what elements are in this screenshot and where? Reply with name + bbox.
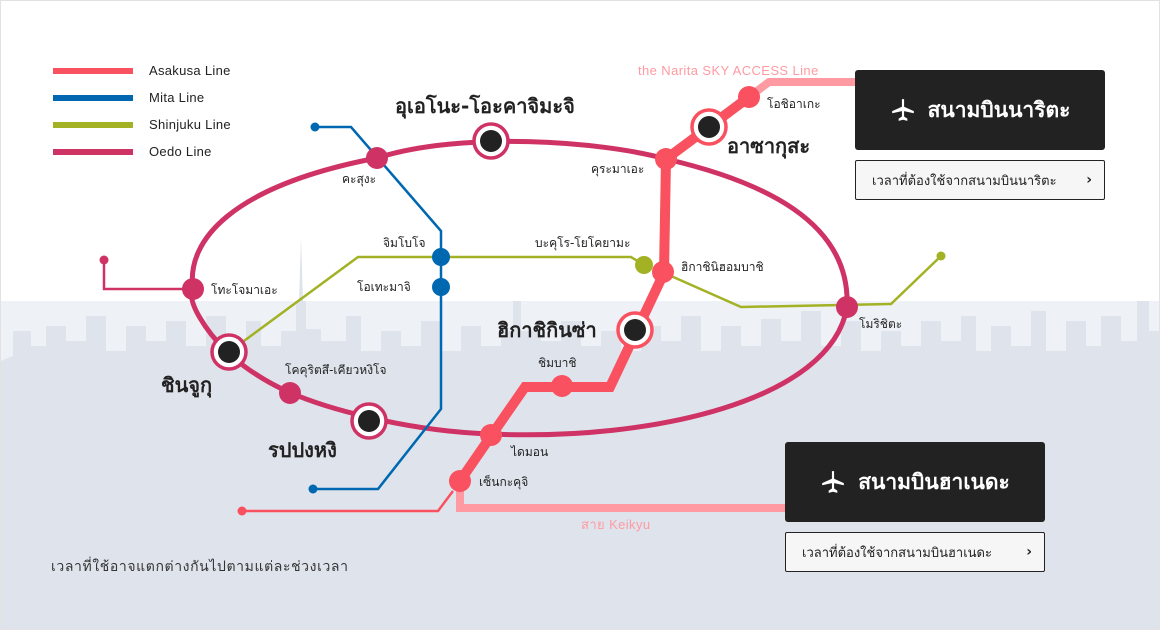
label-kokuritsu: โคคุริตสึ-เคียวหงิโจ: [285, 363, 387, 378]
major-station-asakusa: [690, 108, 728, 146]
legend-label: Asakusa Line: [149, 63, 231, 78]
time-note: เวลาที่ใช้อาจแตกต่างกันไปตามแต่ละช่วงเวล…: [51, 559, 349, 575]
legend-swatch-oedo: [53, 148, 133, 155]
haneda-airport-button[interactable]: สนามบินฮาเนดะ: [785, 442, 1045, 522]
narita-airport-button[interactable]: สนามบินนาริตะ: [855, 70, 1105, 150]
label-sengakuji: เซ็นกะคุจิ: [479, 474, 528, 490]
label-otemachi: โอเทะมาจิ: [357, 280, 411, 294]
label-higashi-nihombashi: ฮิกาชินิฮอมบาชิ: [681, 260, 764, 274]
legend-label: Mita Line: [149, 90, 205, 105]
station-jimbocho: [432, 248, 450, 266]
chevron-right-icon: ›: [1026, 544, 1032, 560]
legend-label: Oedo Line: [149, 144, 212, 159]
keikyu-line-label: สาย Keikyu: [581, 517, 650, 532]
label-asakusa: อาซากุสะ: [727, 134, 810, 159]
haneda-airport-label: สนามบินฮาเนดะ: [858, 469, 1010, 494]
legend-swatch-asakusa: [53, 67, 133, 74]
shinjuku-end-dot: [936, 251, 946, 261]
major-station-shinjuku: [210, 333, 248, 371]
label-ueno-okachimachi: อุเอโนะ-โอะคาจิมะจิ: [395, 94, 575, 119]
legend-item-shinjuku: Shinjuku Line: [53, 111, 231, 138]
station-tochomae: [182, 278, 204, 300]
legend-swatch-shinjuku: [53, 121, 133, 128]
station-otemachi: [432, 278, 450, 296]
label-jimbocho: จิมโบโจ: [383, 236, 425, 250]
station-morishita: [836, 296, 858, 318]
narita-access-line-label: the Narita SKY ACCESS Line: [638, 63, 819, 78]
legend-swatch-mita: [53, 94, 133, 101]
narita-time-link[interactable]: เวลาที่ต้องใช้จากสนามบินนาริตะ ›: [855, 160, 1105, 200]
label-tochomae: โทะโจมาเอะ: [211, 283, 278, 297]
station-shimbashi: [551, 375, 573, 397]
station-kokuritsu: [279, 382, 301, 404]
label-kasuga: คะสุงะ: [342, 172, 376, 187]
label-bakuro-yokoyama: บะคุโร-โยโคยามะ: [535, 236, 630, 251]
label-shinjuku: ชินจูกุ: [161, 373, 212, 399]
legend-item-oedo: Oedo Line: [53, 138, 231, 165]
label-roppongi: รปปงหงิ: [268, 438, 337, 462]
chevron-right-icon: ›: [1086, 172, 1092, 188]
label-oshiage: โอชิอาเกะ: [767, 97, 821, 111]
label-daimon: ไดมอน: [510, 445, 548, 459]
station-higashi-nihombashi: [652, 261, 674, 283]
major-station-higashi-ginza: [616, 311, 654, 349]
station-kuramae: [655, 148, 677, 170]
label-morishita: โมริชิตะ: [859, 317, 902, 331]
label-shimbashi: ชิมบาชิ: [538, 356, 577, 370]
legend-label: Shinjuku Line: [149, 117, 231, 132]
haneda-time-link-label: เวลาที่ต้องใช้จากสนามบินฮาเนดะ: [802, 545, 992, 561]
station-oshiage: [738, 86, 760, 108]
narita-airport-label: สนามบินนาริตะ: [927, 97, 1071, 122]
legend: Asakusa Line Mita Line Shinjuku Line Oed…: [53, 57, 231, 165]
legend-item-asakusa: Asakusa Line: [53, 57, 231, 84]
label-kuramae: คุระมาเอะ: [591, 162, 644, 177]
legend-item-mita: Mita Line: [53, 84, 231, 111]
airplane-icon: [822, 471, 845, 493]
label-higashi-ginza: ฮิกาชิกินซ่า: [497, 318, 597, 342]
narita-time-link-label: เวลาที่ต้องใช้จากสนามบินนาริตะ: [872, 173, 1057, 189]
haneda-time-link[interactable]: เวลาที่ต้องใช้จากสนามบินฮาเนดะ ›: [785, 532, 1045, 572]
station-daimon: [480, 424, 502, 446]
station-sengakuji: [449, 470, 471, 492]
airplane-icon: [891, 99, 914, 121]
mita-line: [313, 125, 443, 491]
major-station-roppongi: [350, 402, 388, 440]
station-kasuga: [366, 147, 388, 169]
major-station-ueno: [472, 122, 510, 160]
station-bakuro-yokoyama: [635, 256, 653, 274]
